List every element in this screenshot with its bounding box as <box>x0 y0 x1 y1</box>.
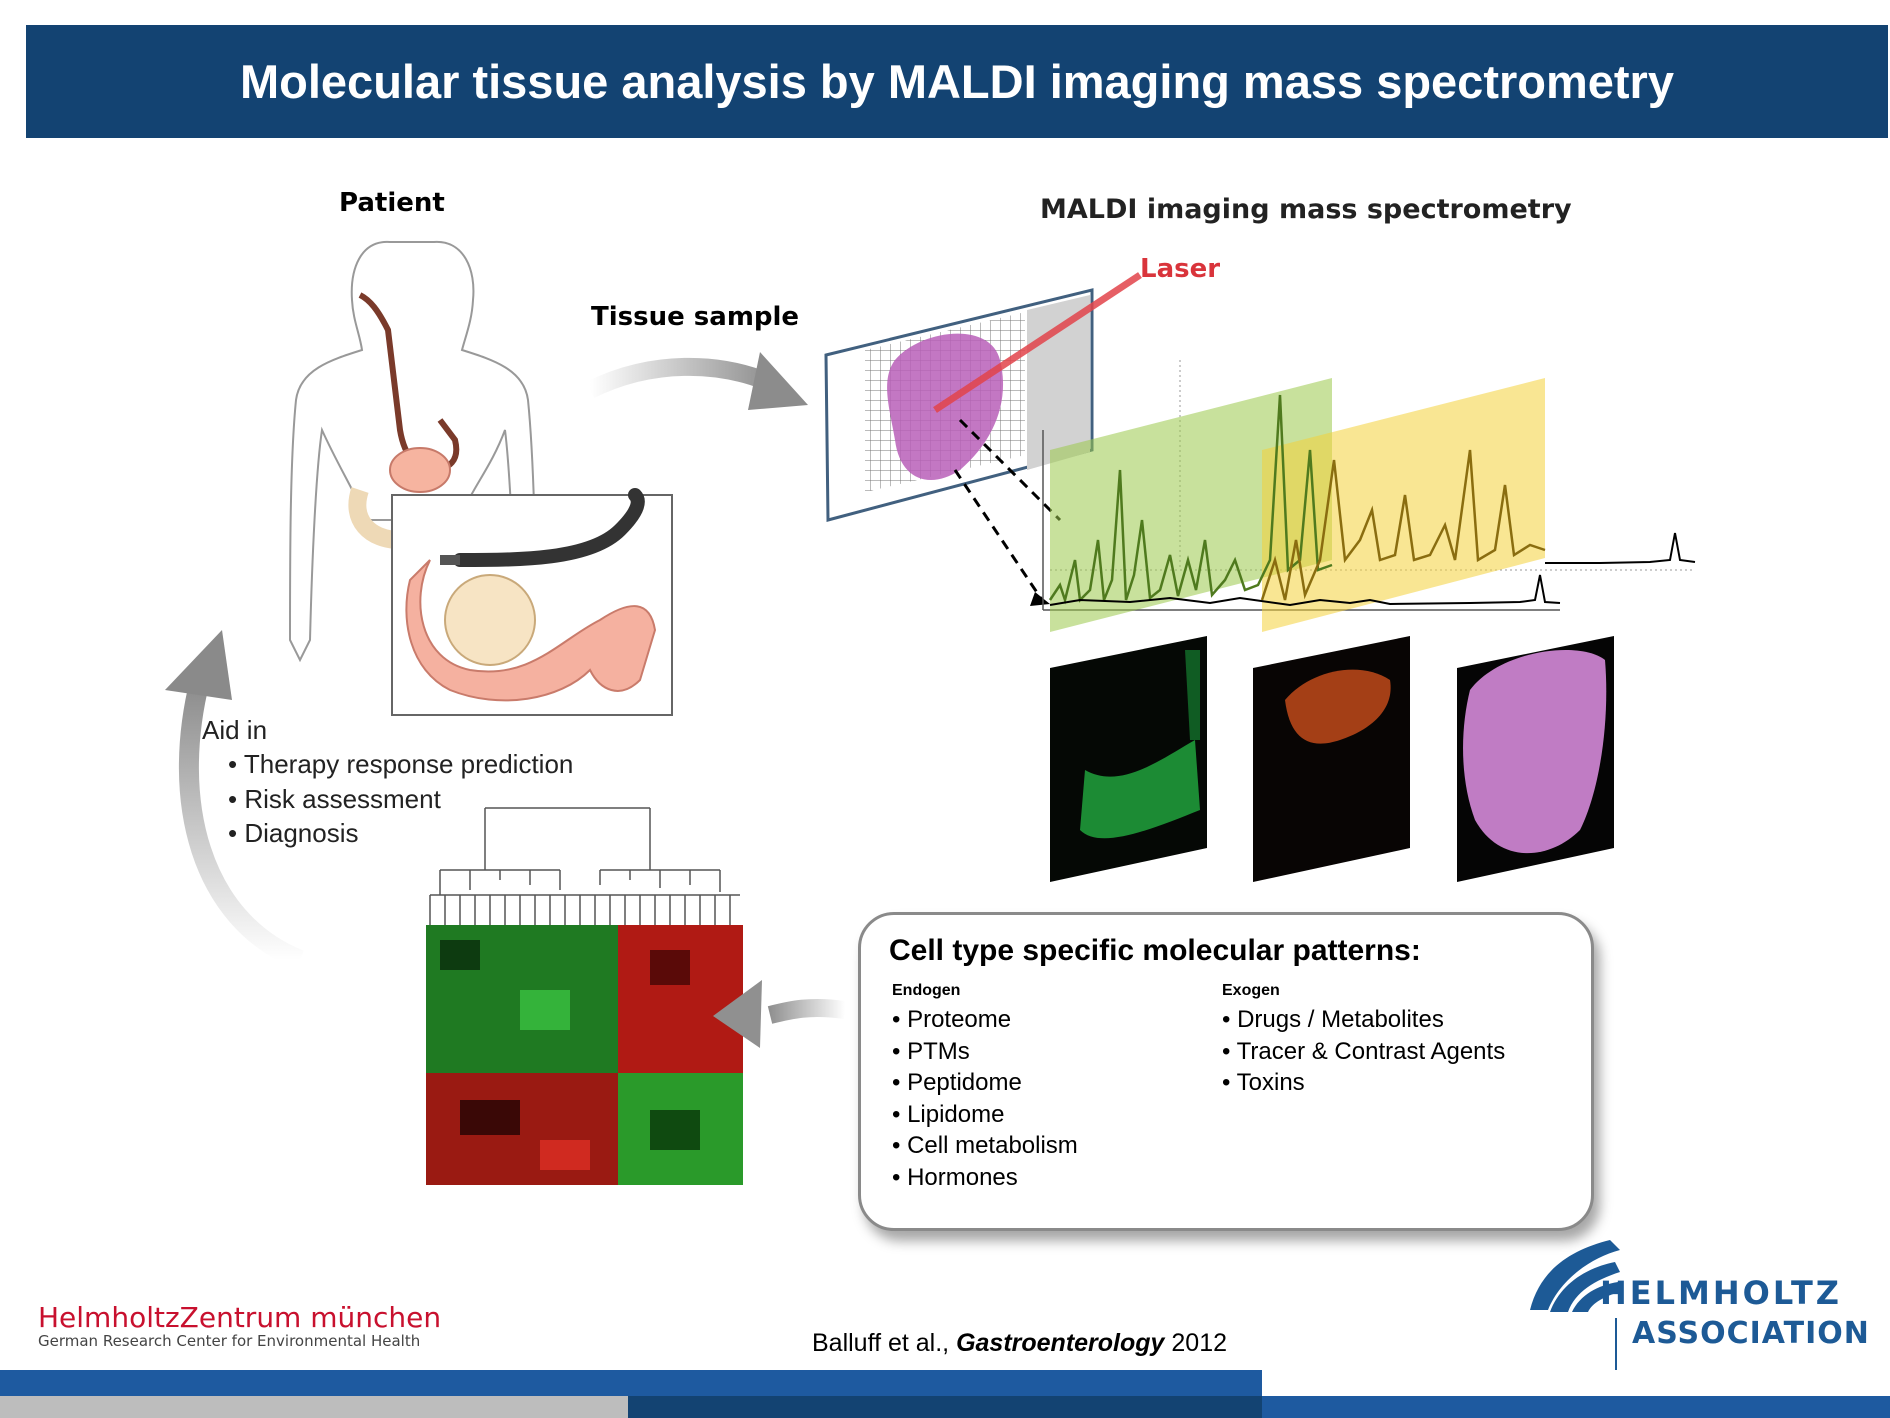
tissue-arrowhead <box>748 352 808 410</box>
footer-bar-blue <box>0 1370 1262 1396</box>
laser-beam <box>933 272 1142 413</box>
exogen-heading: Exogen <box>1222 982 1280 999</box>
dendrogram <box>429 807 740 925</box>
endogen-item: • Hormones <box>892 1164 1018 1191</box>
tissue-sample-label: Tissue sample <box>591 302 800 332</box>
inset-duodenum <box>444 574 536 666</box>
black-spectrum-2 <box>1545 532 1696 564</box>
citation-journal: Gastroenterology <box>956 1329 1165 1357</box>
stomach-shape <box>389 447 451 493</box>
dashed-arrow-2 <box>953 469 1044 601</box>
footer-bar-navy <box>628 1396 1262 1418</box>
exogen-item: • Tracer & Contrast Agents <box>1222 1038 1506 1065</box>
endogen-item: • PTMs <box>892 1038 970 1065</box>
hz-logo-subtitle: German Research Center for Environmental… <box>38 1332 421 1350</box>
maldi-label: MALDI imaging mass spectrometry <box>1040 194 1572 225</box>
laser-label: Laser <box>1140 254 1221 284</box>
patient-label: Patient <box>339 188 445 218</box>
patterns-arrowhead <box>713 980 762 1048</box>
title-bar: Molecular tissue analysis by MALDI imagi… <box>26 25 1888 138</box>
return-arrowhead <box>165 630 232 700</box>
footer-bar-right <box>1262 1396 1890 1418</box>
exogen-item: • Toxins <box>1222 1069 1305 1096</box>
patterns-arrow <box>767 998 847 1024</box>
heatmap <box>426 925 743 1185</box>
ion-image-green <box>1050 636 1207 882</box>
patterns-box <box>858 912 1594 1231</box>
endogen-item: • Cell metabolism <box>892 1132 1078 1159</box>
digestive-tract <box>358 292 460 474</box>
yellow-spectrum <box>1260 449 1546 601</box>
aid-item: • Risk assessment <box>228 784 441 814</box>
dashed-arrow-1 <box>958 418 1062 522</box>
helmholtz-logo-icon <box>1530 1240 1620 1312</box>
exogen-item: • Drugs / Metabolites <box>1222 1006 1444 1033</box>
ion-image-red <box>1253 636 1410 882</box>
helmholtz-association: ASSOCIATION <box>1632 1316 1870 1351</box>
slide-title: Molecular tissue analysis by MALDI imagi… <box>240 55 1674 108</box>
inset-stomach <box>405 559 657 702</box>
aid-item: • Therapy response prediction <box>228 749 574 779</box>
aid-title: Aid in <box>202 715 268 745</box>
endoscope <box>453 488 645 567</box>
green-spectrum <box>1048 394 1333 605</box>
patterns-title: Cell type specific molecular patterns: <box>889 934 1421 967</box>
footer-bar-grey <box>0 1396 628 1418</box>
he-stain-image <box>1457 636 1614 882</box>
citation: Balluff et al., Gastroenterology 2012 <box>812 1329 1227 1358</box>
helmholtz-wordmark: HELMHOLTZ <box>1600 1274 1842 1312</box>
tissue-arrow <box>585 357 779 399</box>
endogen-item: • Lipidome <box>892 1101 1005 1128</box>
endogen-item: • Peptidome <box>892 1069 1022 1096</box>
citation-year: 2012 <box>1164 1329 1228 1357</box>
aid-item: • Diagnosis <box>228 818 359 848</box>
black-spectrum-1 <box>1049 574 1561 607</box>
endogen-item: • Proteome <box>892 1006 1012 1033</box>
citation-authors: Balluff et al., <box>812 1329 957 1357</box>
green-plane <box>1050 378 1332 632</box>
hz-logo-name: HelmholtzZentrum münchen <box>38 1301 442 1334</box>
helmholtz-divider <box>1615 1318 1617 1370</box>
return-arc <box>178 677 304 970</box>
endogen-heading: Endogen <box>892 982 961 999</box>
